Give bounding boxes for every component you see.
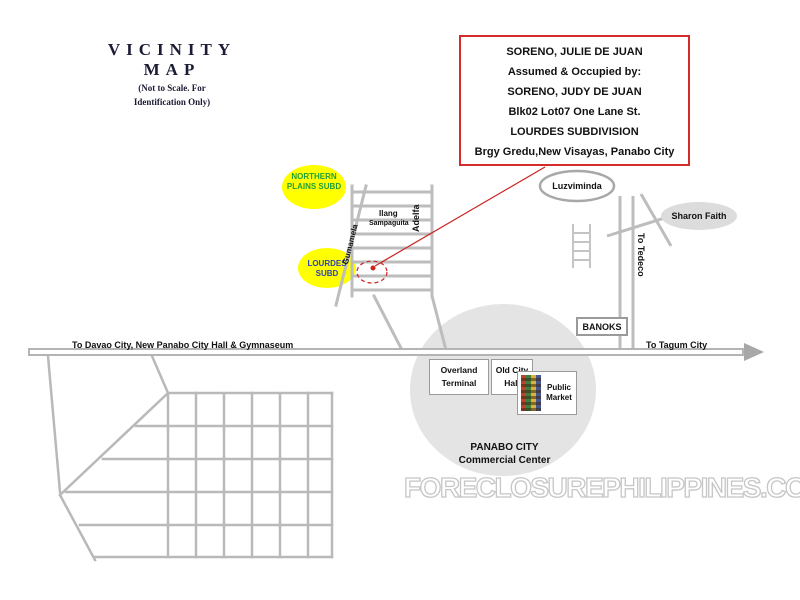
road-label-to-tagum: To Tagum City — [646, 340, 708, 350]
commercial-center-line-1: PANABO CITY — [470, 442, 539, 453]
road-label-to-davao: To Davao City, New Panabo City Hall & Gy… — [72, 340, 294, 350]
street-grid-luzviminda — [572, 224, 591, 268]
northern-plains-label: NORTHERN PLAINS SUBD — [286, 172, 342, 191]
banoks-label: BANOKS — [582, 322, 622, 332]
street-grid-southwest — [46, 354, 334, 562]
luzviminda-area — [538, 169, 616, 203]
title-line-2: MAP — [143, 60, 201, 79]
title-note-2: Identification Only) — [133, 97, 211, 107]
street-grid-lourdes — [334, 184, 448, 353]
info-line-owner: SORENO, JULIE DE JUAN — [506, 46, 643, 58]
public-market-box: Public Market — [517, 371, 577, 415]
overland-line-2: Terminal — [441, 378, 477, 388]
road-label-ilang: Ilang — [379, 209, 398, 218]
public-market-label: Public Market — [544, 383, 574, 403]
property-marker — [356, 166, 546, 284]
luzviminda-label: Luzviminda — [552, 181, 602, 191]
watermark: FORECLOSUREPHILIPPINES.COM — [403, 471, 800, 503]
sharon-faith-label: Sharon Faith — [671, 211, 727, 221]
road-label-adelfa: Adelfa — [411, 204, 421, 232]
road-label-to-tadeco: To Tedeco — [636, 233, 646, 277]
title-line-1: VICINITY — [107, 40, 237, 59]
marker-leader-line — [374, 166, 546, 267]
commercial-center-line-2: Commercial Center — [458, 455, 551, 466]
commercial-center-label: PANABO CITY Commercial Center — [437, 441, 572, 467]
map-title: VICINITY MAP (Not to Scale. For Identifi… — [92, 40, 252, 108]
title-note-1: (Not to Scale. For — [138, 83, 206, 93]
banoks-box: BANOKS — [576, 317, 628, 336]
lourdes-subd-label: LOURDES SUBD — [307, 259, 347, 278]
property-info-box: SORENO, JULIE DE JUAN Assumed & Occupied… — [459, 35, 690, 166]
marker-dashed-circle — [356, 260, 388, 284]
road-label-sampaguita: Sampaguita — [369, 220, 409, 227]
info-line-barangay: Brgy Gredu,New Visayas, Panabo City — [474, 146, 675, 158]
public-market-line-1: Public — [546, 383, 571, 392]
marker-dot-icon — [370, 265, 376, 271]
highway-arrow-east-icon — [744, 343, 764, 361]
public-market-photo — [521, 375, 541, 411]
old-city-line-1: Old City — [495, 365, 529, 375]
northern-plains-highlight — [282, 165, 346, 209]
info-line-subdivision: LOURDES SUBDIVISION — [510, 126, 639, 138]
info-line-assumed: Assumed & Occupied by: — [507, 66, 642, 78]
overland-line-1: Overland — [440, 365, 478, 375]
info-line-occupant: SORENO, JUDY DE JUAN — [507, 86, 642, 98]
overland-terminal-box: Overland Terminal — [429, 359, 489, 395]
info-line-lot: Blk02 Lot07 One Lane St. — [508, 106, 641, 118]
sharon-faith-area — [661, 202, 737, 230]
old-city-line-2: Hall — [504, 378, 520, 388]
public-market-line-2: Market — [546, 393, 572, 402]
